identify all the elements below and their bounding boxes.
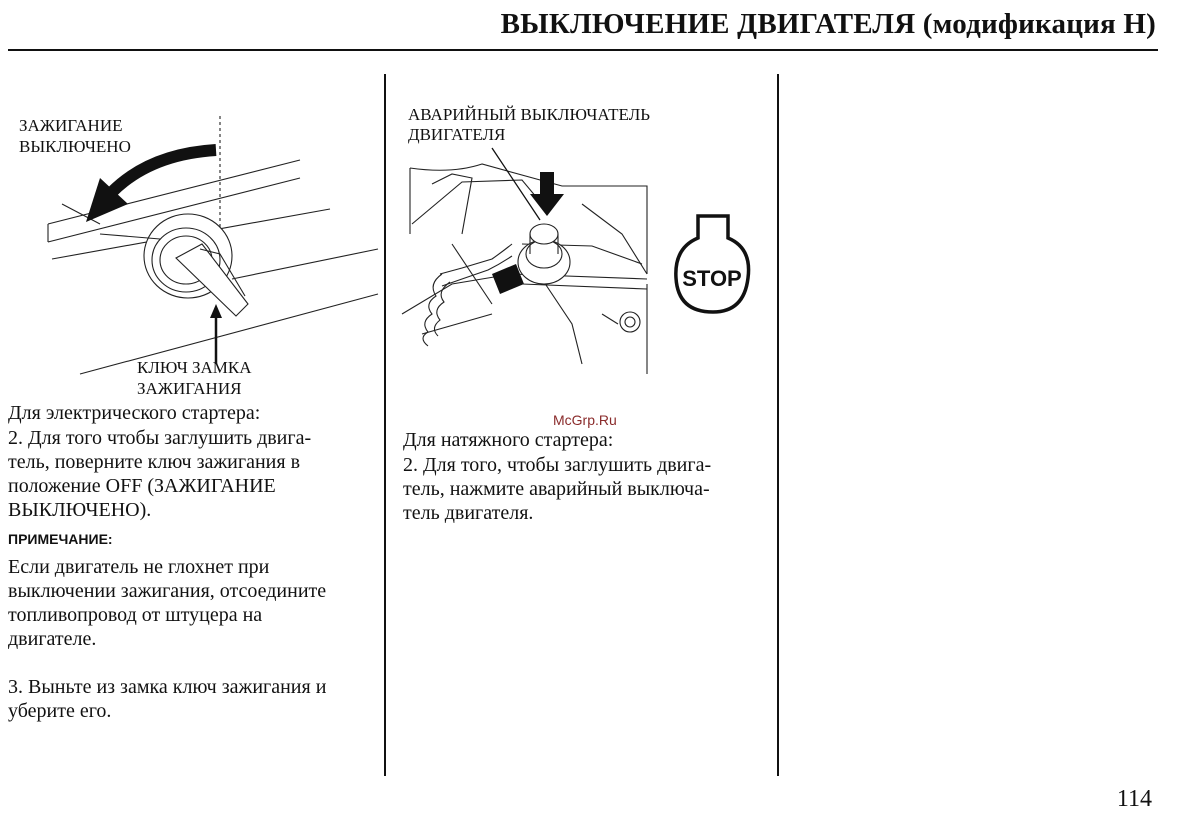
stop-symbol-icon: STOP: [674, 214, 751, 314]
engine-stop-switch-illustration: [401, 147, 648, 374]
figure-label-ignition-key-1: КЛЮЧ ЗАМКА: [137, 358, 252, 377]
title-rule: [8, 49, 1158, 51]
middle-step-line-2: 2. Для того, чтобы заглушить двига-: [403, 454, 712, 476]
figure-label-ignition-off-2: ВЫКЛЮЧЕНО: [19, 137, 131, 156]
note-heading: ПРИМЕЧАНИЕ:: [8, 531, 113, 547]
step2-line-1: Для электрического стартера:: [8, 402, 261, 424]
middle-step-line-1: Для натяжного стартера:: [403, 429, 614, 451]
figure-label-ignition-key-2: ЗАЖИГАНИЯ: [137, 379, 242, 398]
step3-line-1: 3. Выньте из замка ключ зажигания и: [8, 676, 327, 698]
watermark: McGrp.Ru: [553, 412, 617, 428]
note-line-3: топливопровод от штуцера на: [8, 604, 263, 626]
page-title: ВЫКЛЮЧЕНИЕ ДВИГАТЕЛЯ (модификация Н): [500, 8, 1156, 40]
middle-step-line-3: тель, нажмите аварийный выключа-: [403, 478, 710, 500]
middle-step-line-4: тель двигателя.: [403, 502, 534, 524]
note-line-2: выключении зажигания, отсоедините: [8, 580, 327, 602]
ignition-switch-illustration: [47, 116, 379, 375]
rotate-arrow-icon: [107, 144, 217, 197]
figure-label-stop-switch-1: АВАРИЙНЫЙ ВЫКЛЮЧАТЕЛЬ: [408, 105, 650, 124]
step2-line-3: тель, поверните ключ зажигания в: [8, 451, 301, 473]
column-divider-right: [777, 74, 779, 776]
note-line-1: Если двигатель не глохнет при: [8, 556, 270, 578]
figure-label-ignition-off-1: ЗАЖИГАНИЕ: [19, 116, 123, 135]
column-divider-left: [384, 74, 386, 776]
step2-line-4: положение OFF (ЗАЖИГАНИЕ: [8, 475, 276, 497]
stop-symbol-text: STOP: [682, 266, 742, 291]
page-number: 114: [1116, 786, 1152, 812]
step2-line-2: 2. Для того чтобы заглушить двига-: [8, 427, 312, 449]
step3-line-2: уберите его.: [8, 700, 112, 722]
note-line-4: двигателе.: [8, 628, 97, 650]
figure-label-stop-switch-2: ДВИГАТЕЛЯ: [408, 125, 506, 144]
step2-line-5: ВЫКЛЮЧЕНО).: [8, 499, 152, 521]
